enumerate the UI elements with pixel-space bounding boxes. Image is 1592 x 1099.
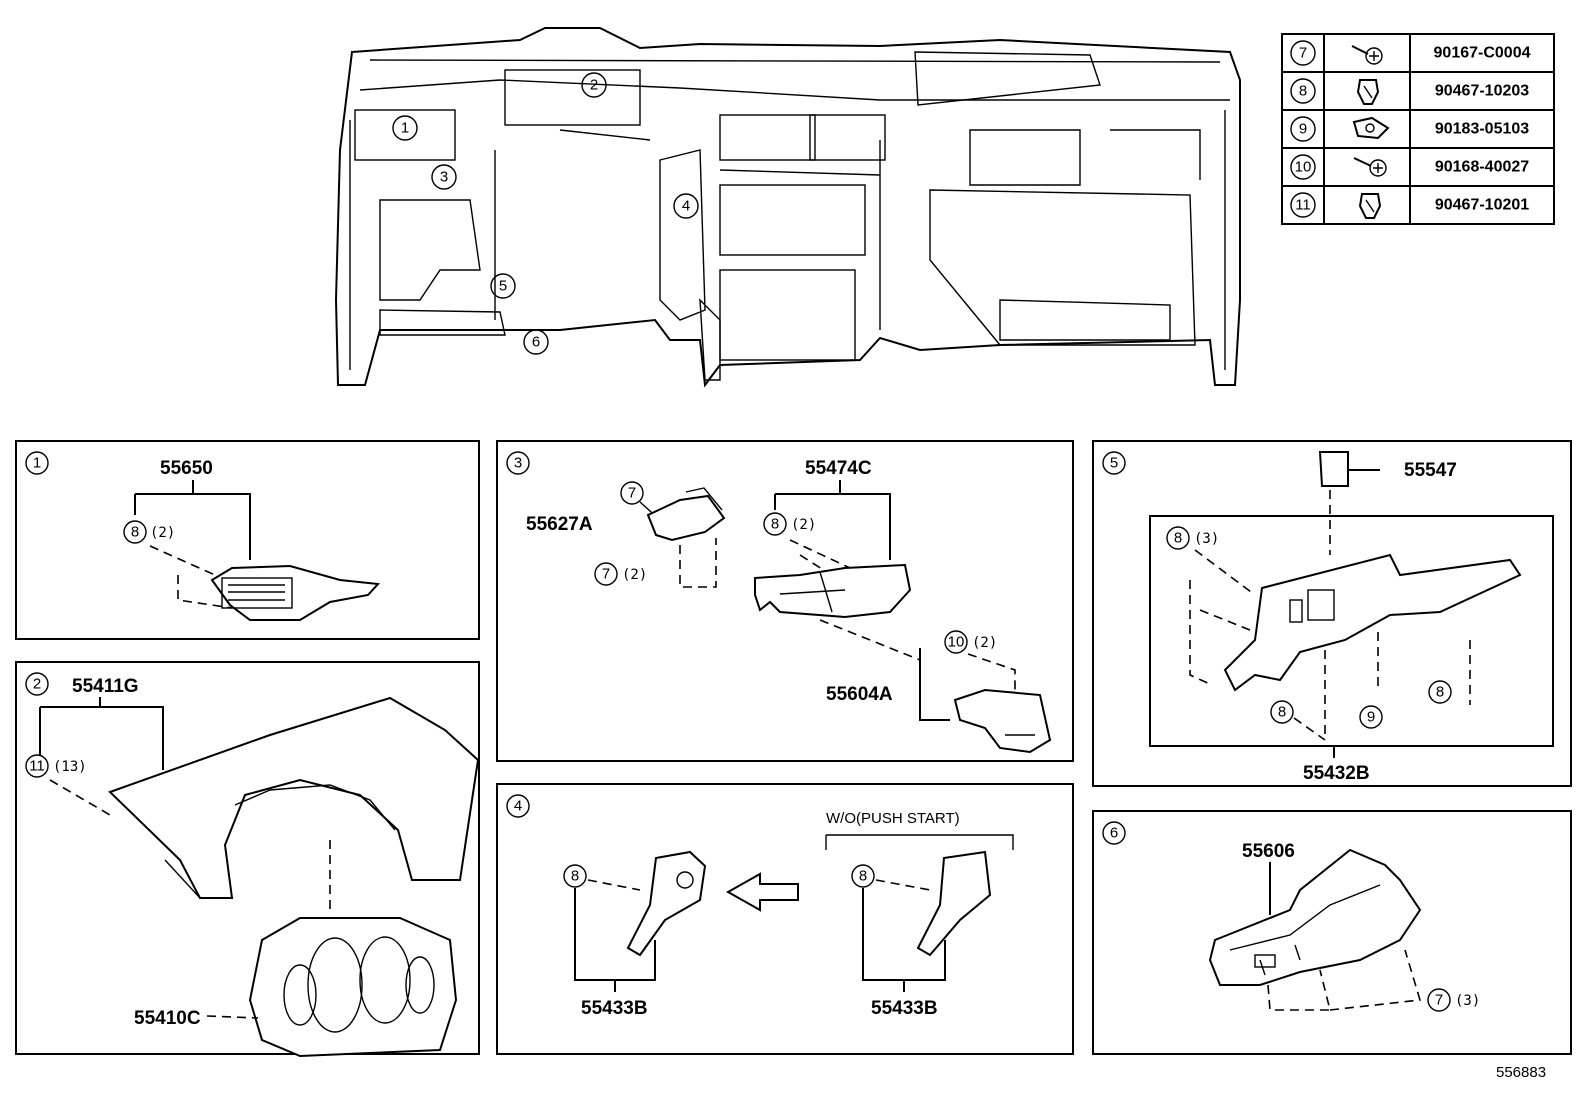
panel-5-lower-instrument-panel: 5 55547 8 (3) 8 9 8 55432B [1092,440,1572,787]
screw-icon [1351,45,1383,65]
svg-text:(2): (2) [622,567,647,583]
overview-callout-3: 3 [431,164,457,190]
panel-1-air-outlet: 1 55650 8 (2) [15,440,480,640]
svg-text:7: 7 [1299,45,1307,62]
svg-text:1: 1 [401,120,409,137]
svg-text:4: 4 [682,198,690,215]
part-label-55650: 55650 [160,458,213,479]
part-label-55433B-left: 55433B [581,998,648,1019]
svg-text:8: 8 [1278,704,1286,721]
svg-text:7: 7 [602,566,610,583]
svg-text:(2): (2) [791,517,816,533]
clip-icon [1356,79,1380,105]
overview-callout-6: 6 [523,329,549,355]
svg-text:2: 2 [590,77,598,94]
svg-text:8: 8 [131,524,139,541]
panel-6-knee-reinforcement: 6 55606 7 (3) [1092,810,1572,1055]
svg-text:7: 7 [1435,992,1443,1009]
svg-text:9: 9 [1367,709,1375,726]
svg-text:11: 11 [29,758,45,775]
svg-text:90183-05103: 90183-05103 [1435,121,1529,138]
fastener-row-8: 8 90467-10203 [1290,78,1529,105]
svg-text:6: 6 [1110,825,1118,842]
part-label-55604A: 55604A [826,684,893,705]
svg-text:11: 11 [1295,197,1311,214]
fastener-row-7: 7 90167-C0004 [1290,40,1531,66]
svg-text:10: 10 [948,634,965,651]
svg-text:7: 7 [628,485,636,502]
part-label-55411G: 55411G [72,676,139,697]
dashboard-overview-drawing [334,27,1241,388]
nut-icon [1352,116,1390,140]
part-label-55432B: 55432B [1303,763,1370,784]
panel-3-lower-panels: 3 7 55627A 7 (2) 55474C 8 (2) 10 (2) 556… [496,440,1074,762]
svg-text:8: 8 [771,516,779,533]
figure-id: 556883 [1496,1064,1546,1081]
svg-text:5: 5 [1110,455,1118,472]
svg-text:6: 6 [532,334,540,351]
svg-text:W/O(PUSH START): W/O(PUSH START) [826,810,960,827]
overview-callout-4: 4 [673,193,699,219]
overview-callout-1: 1 [392,115,418,141]
svg-text:90167-C0004: 90167-C0004 [1434,45,1531,62]
part-label-55627A: 55627A [526,514,593,535]
fastener-row-11: 11 90467-10201 [1290,192,1529,219]
panel-4-column-covers: 4 8 55433B W/O(PUSH START) 8 55433B [496,783,1074,1055]
part-label-55410C: 55410C [134,1008,201,1029]
fastener-row-9: 9 90183-05103 [1290,116,1529,142]
svg-text:90467-10203: 90467-10203 [1435,83,1529,100]
svg-text:3: 3 [514,455,522,472]
svg-text:(3): (3) [1455,993,1480,1009]
panel-2-cluster-panel: 2 55411G 11 (13) 55410C [15,661,480,1058]
svg-text:8: 8 [1436,684,1444,701]
overview-callout-2: 2 [581,72,607,98]
svg-text:1: 1 [33,455,41,472]
fastener-row-10: 10 90168-40027 [1290,154,1529,180]
svg-text:(3): (3) [1194,531,1219,547]
svg-text:5: 5 [499,278,507,295]
svg-text:(2): (2) [150,525,175,541]
screw-icon [1353,157,1387,177]
svg-text:8: 8 [1174,530,1182,547]
svg-text:(13): (13) [53,759,87,775]
part-label-55433B-right: 55433B [871,998,938,1019]
fastener-table: 7 90167-C0004 8 90467-10203 9 9 [1281,33,1555,225]
part-label-55606: 55606 [1242,841,1295,862]
arrow-left-icon [725,872,799,912]
part-label-55547: 55547 [1404,460,1457,481]
part-label-55474C: 55474C [805,458,872,479]
svg-text:8: 8 [1299,83,1307,100]
svg-text:(2): (2) [972,635,997,651]
overview-callout-5: 5 [490,273,516,299]
clip-icon [1358,193,1382,219]
svg-text:4: 4 [514,798,522,815]
svg-text:8: 8 [571,868,579,885]
svg-text:10: 10 [1295,159,1312,176]
svg-text:90467-10201: 90467-10201 [1435,197,1529,214]
svg-text:90168-40027: 90168-40027 [1435,159,1529,176]
svg-text:9: 9 [1299,121,1307,138]
svg-text:2: 2 [33,676,41,693]
svg-text:3: 3 [440,169,448,186]
svg-text:8: 8 [859,868,867,885]
